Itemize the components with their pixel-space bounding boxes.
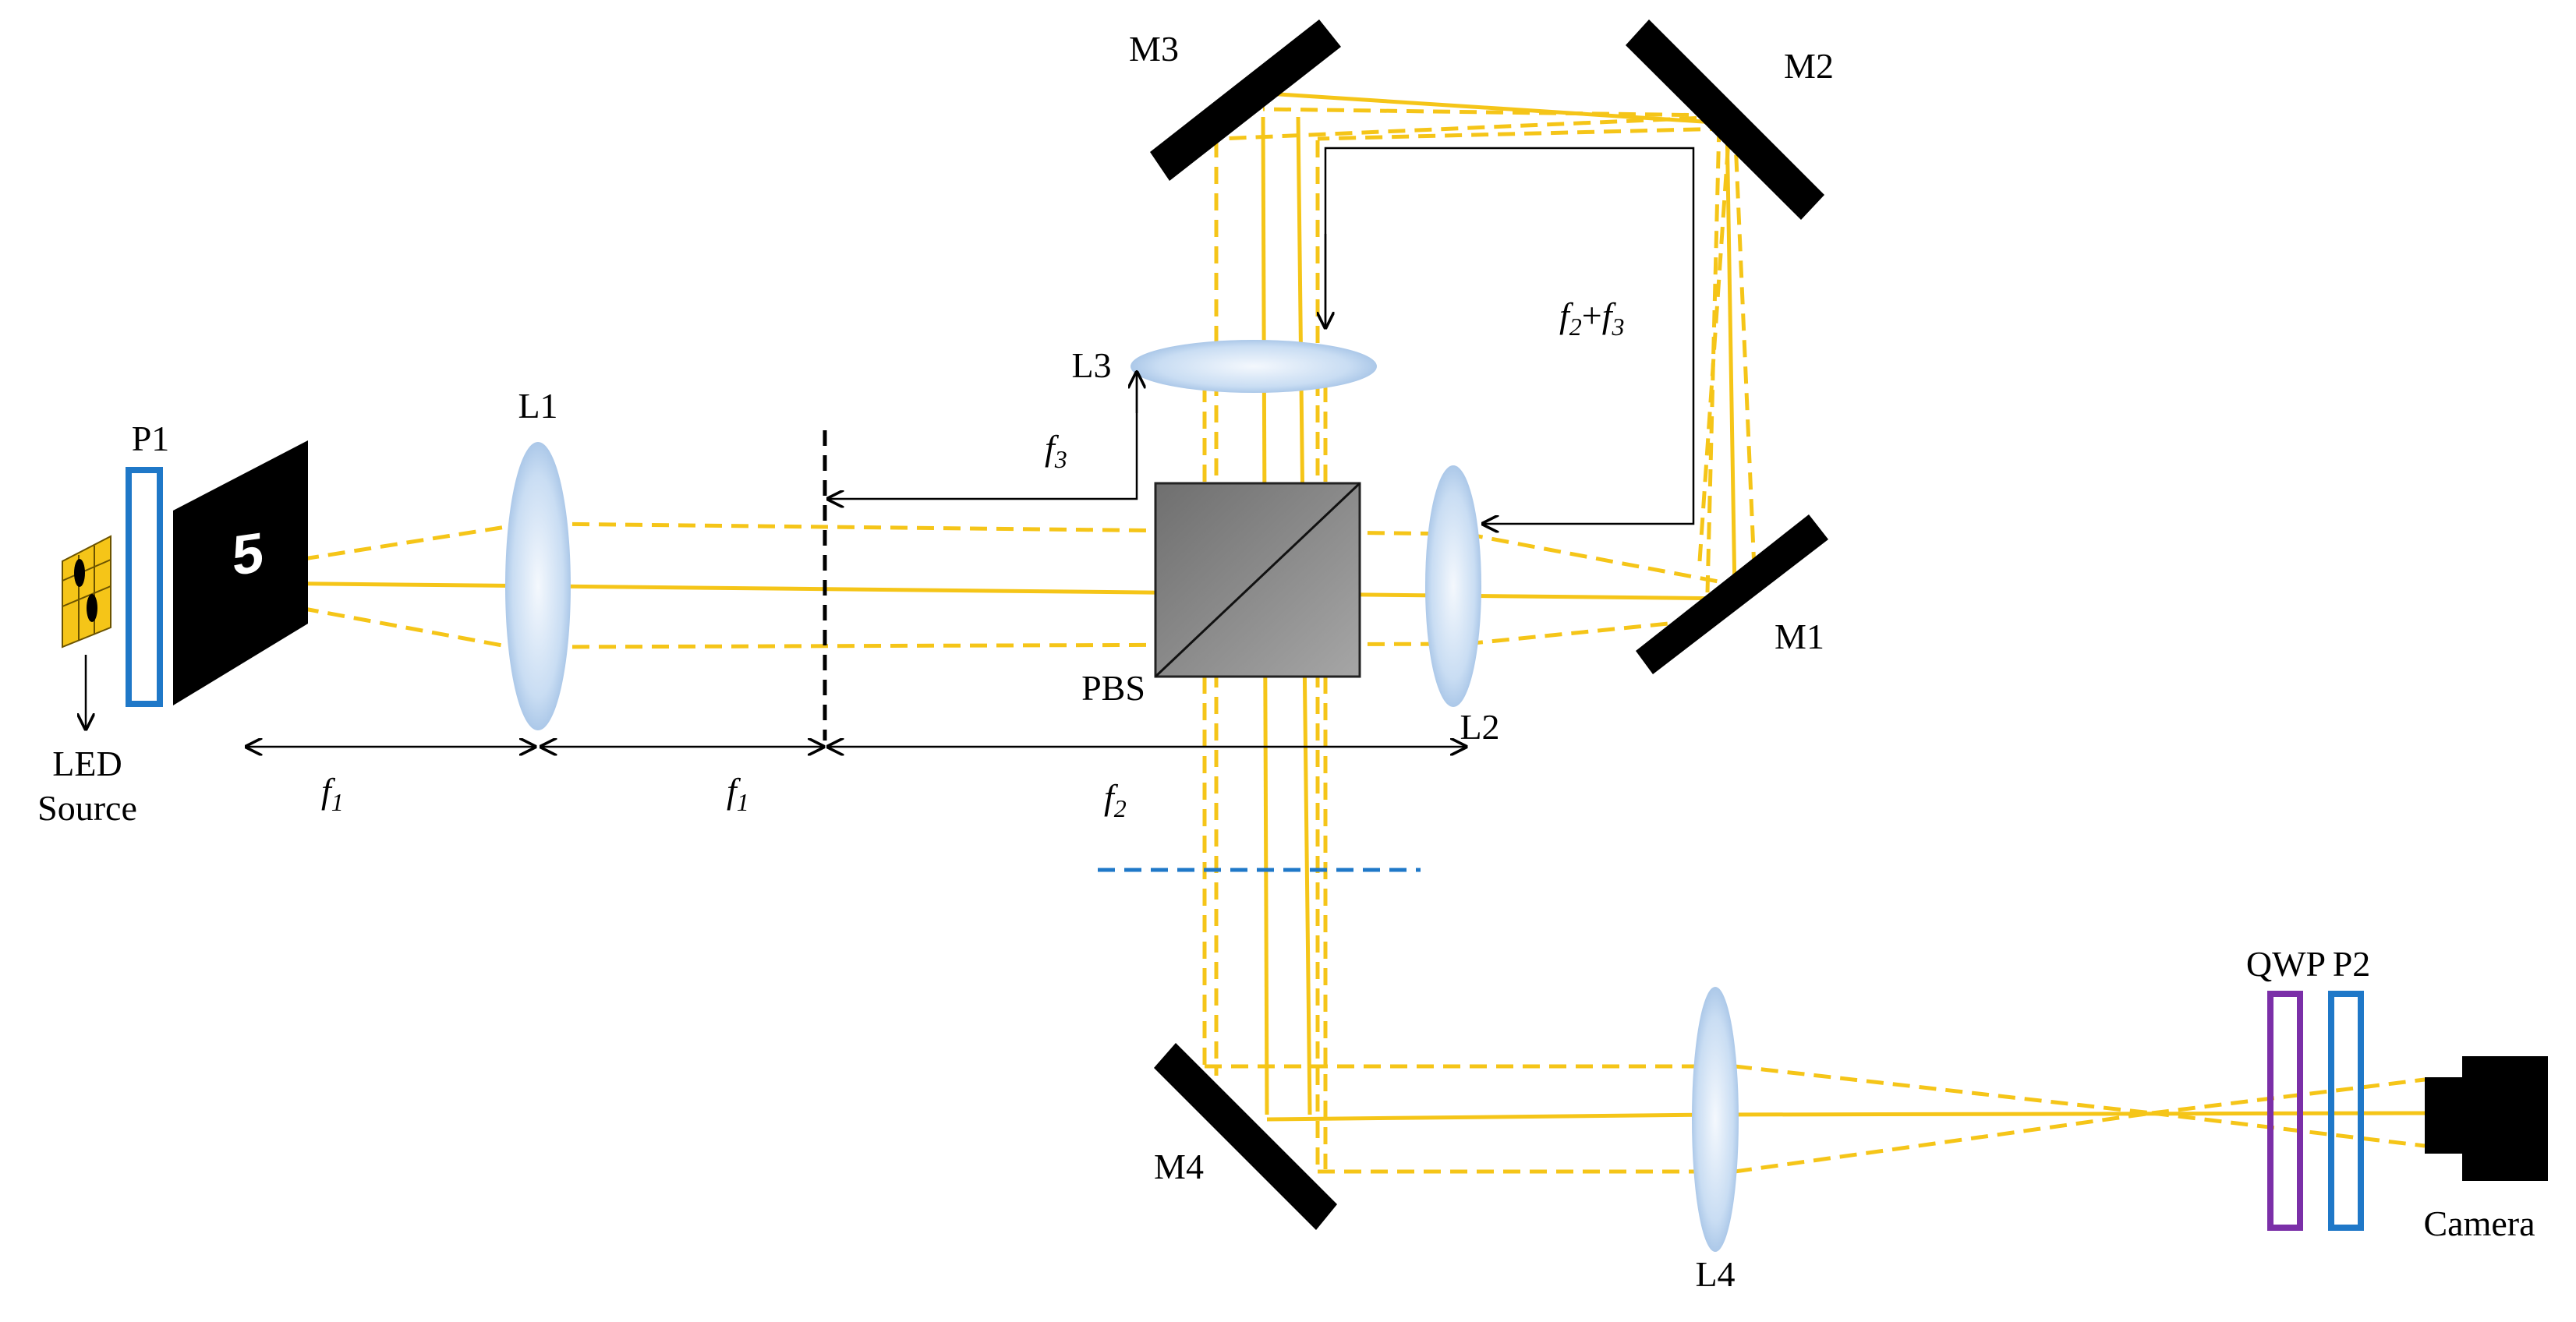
m2-label: M2: [1784, 46, 1834, 86]
polarizer-p1: P1: [126, 419, 170, 707]
camera-body: [2462, 1056, 2548, 1181]
mirror-m1: M1: [1636, 514, 1828, 674]
ray-m2-m3: [1266, 91, 1728, 125]
object-plate: [173, 440, 308, 705]
ray-m1-m2-b: [1705, 124, 1721, 593]
m4-label: M4: [1154, 1147, 1204, 1186]
ray-m2-m3-c: [1262, 107, 1716, 118]
mirror-m3-body: [1150, 19, 1341, 181]
ray-m2-m3-a: [1219, 115, 1724, 141]
qwp-label: QWP: [2246, 944, 2326, 984]
led-label: LED: [52, 744, 122, 783]
ray-diverge-lower: [2151, 1111, 2426, 1148]
p1-label: P1: [132, 419, 170, 458]
lens-l2: L2: [1425, 465, 1500, 747]
ray-l2-m1-lower: [1465, 617, 1708, 646]
camera-lens-mount: [2425, 1077, 2465, 1154]
ray-m1-m2-a: [1732, 122, 1757, 570]
camera-label: Camera: [2423, 1204, 2535, 1243]
object-glyph: 5: [232, 521, 264, 588]
l2-label: L2: [1460, 707, 1499, 747]
ray-m2-m3-b: [1317, 126, 1728, 141]
l4-label: L4: [1695, 1254, 1735, 1294]
ray-l4-focus-lower: [1734, 1111, 2153, 1174]
f1-label-a: f1: [321, 771, 344, 816]
mirror-m2-face: [1626, 19, 1824, 220]
lens-l4: L4: [1692, 987, 1739, 1294]
polarizer-p1-plate: [126, 467, 163, 707]
p2-plate: [2328, 991, 2364, 1231]
f2-label: f2: [1104, 777, 1127, 822]
quarter-wave-plate: QWP: [2246, 944, 2326, 1231]
lens-l1: L1: [505, 386, 571, 730]
pbs-diagonal: [1154, 482, 1361, 678]
lens-l3: L3: [1071, 340, 1377, 393]
beam-splitter-pbs: PBS: [1081, 482, 1361, 708]
source-label: Source: [37, 788, 137, 828]
ray-l4-camera: [1714, 1111, 2433, 1117]
camera: Camera: [2423, 1056, 2548, 1243]
ray-diverge-upper: [2151, 1077, 2426, 1115]
m1-label: M1: [1775, 617, 1824, 656]
ray-l4-focus-upper: [1734, 1064, 2153, 1115]
lens-l4-body: [1692, 987, 1739, 1252]
pbs-label: PBS: [1081, 668, 1145, 708]
marginal-ray-lower-in: [249, 596, 511, 649]
marginal-ray-upper-in: [249, 524, 511, 570]
f1-label-b: f1: [727, 771, 749, 816]
mirror-m2: M2: [1626, 19, 1834, 220]
led-grid-line: [62, 559, 111, 581]
polarizer-p2: P2: [2328, 944, 2371, 1231]
ray-m1-m2: [1725, 122, 1737, 593]
chief-ray: [249, 581, 1739, 601]
mirror-m4-body: [1154, 1043, 1337, 1230]
marginal-ray-upper: [545, 521, 1467, 536]
l1-label: L1: [518, 386, 557, 426]
mirror-m1-body: [1636, 514, 1828, 674]
ray-m1-m2-c: [1697, 128, 1732, 562]
f3-label: f3: [1045, 428, 1067, 473]
led-source: LED Source: [37, 535, 137, 828]
ray-m4-l4: [1266, 1112, 1716, 1122]
mirror-m3: M3: [1129, 19, 1341, 181]
led-die: [87, 594, 97, 622]
lens-l1-body: [505, 442, 571, 730]
marginal-ray-lower: [545, 642, 1467, 649]
led-die: [74, 559, 85, 587]
p2-label: P2: [2333, 944, 2371, 984]
m3-label: M3: [1129, 29, 1179, 69]
f2f3-label: f2+f3: [1559, 295, 1625, 341]
mirror-m4: M4: [1154, 1043, 1337, 1230]
lens-l2-body: [1425, 465, 1481, 707]
led-grid-line: [62, 585, 111, 607]
object-target: 5: [173, 440, 308, 705]
led-chip: [62, 535, 111, 649]
qwp-plate: [2267, 991, 2303, 1231]
l3-label: L3: [1071, 345, 1111, 385]
f3-bracket: [828, 370, 1138, 499]
f2f3-bracket: [1324, 147, 1695, 524]
ray-l2-m1-upper: [1465, 532, 1736, 587]
lens-l3-body: [1131, 340, 1377, 393]
